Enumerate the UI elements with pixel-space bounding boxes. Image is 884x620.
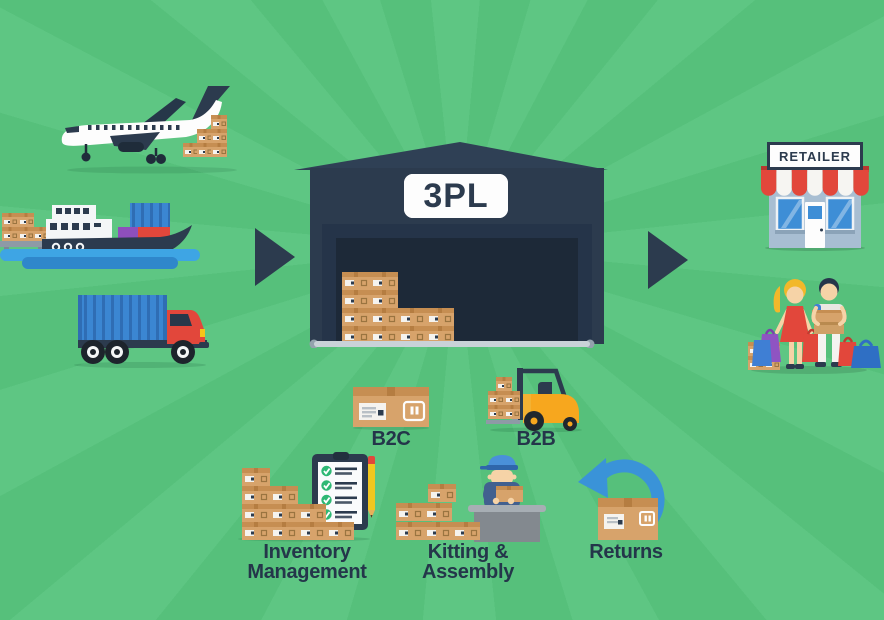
arrow-right-icon — [648, 231, 688, 289]
airplane-body — [61, 86, 230, 164]
retailer-sign: RETAILER — [767, 142, 863, 170]
forklift-icon — [486, 368, 582, 432]
shopper-woman — [752, 279, 822, 369]
airplane-icon — [61, 86, 237, 174]
service-label-returns: Returns — [589, 541, 663, 563]
warehouse-sign: 3PL — [404, 174, 508, 218]
shopping-bags — [838, 336, 881, 368]
retailer-sign-label: RETAILER — [778, 148, 852, 164]
service-label-kitting-assembly: Kitting & Assembly — [421, 541, 515, 583]
warehouse-sign-label: 3PL — [423, 176, 489, 215]
service-label-b2b: B2B — [516, 428, 556, 450]
service-label-b2c: B2C — [371, 428, 411, 450]
cargo-ship-icon — [0, 203, 200, 269]
truck-wheels — [81, 340, 195, 364]
return-box — [598, 498, 658, 540]
kitting-boxes — [396, 483, 481, 541]
forklift-boxes — [487, 376, 521, 420]
store-building — [769, 188, 861, 248]
kitting-worker — [480, 455, 523, 508]
truck-icon — [74, 295, 209, 368]
kitting-worker-icon — [396, 455, 546, 542]
arrow-right-icon — [255, 228, 295, 286]
shoppers-icon — [747, 278, 881, 374]
warehouse-door-rail — [309, 339, 595, 348]
service-label-inventory-management: Inventory Management — [247, 541, 367, 583]
water — [0, 249, 200, 269]
inventory-clipboard-icon — [238, 452, 375, 542]
returns-arrow-icon — [578, 458, 665, 540]
work-table — [468, 505, 546, 542]
truck-body — [78, 295, 209, 348]
warehouse-icon — [294, 142, 608, 348]
shipping-box-icon — [353, 387, 429, 430]
storefront-icon — [761, 166, 869, 251]
